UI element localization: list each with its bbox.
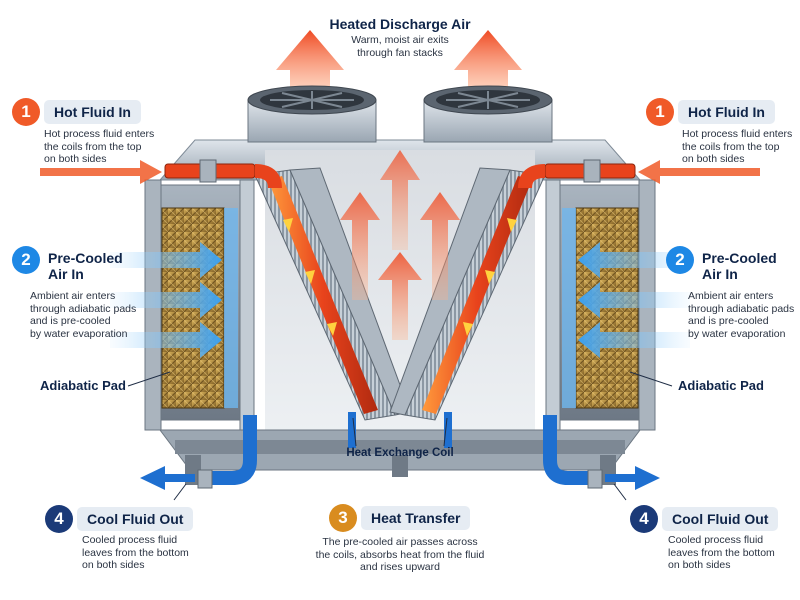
coil-flow-arrows bbox=[283, 218, 517, 336]
cool-outlet-pipe-right bbox=[444, 412, 603, 489]
desc-line: by water evaporation bbox=[30, 327, 128, 340]
cool-fluid-title-left: Cool Fluid Out bbox=[77, 507, 194, 531]
desc-line: and is pre-cooled bbox=[688, 315, 769, 327]
discharge-arrow-left bbox=[276, 30, 344, 100]
heat-transfer-desc: The pre-cooled air passes across the coi… bbox=[0, 536, 800, 574]
cool-fluid-desc-right: Cooled process fluid leaves from the bot… bbox=[668, 534, 775, 572]
cool-fluid-desc-left: Cooled process fluid leaves from the bot… bbox=[82, 534, 189, 572]
air-in-arrows-left bbox=[110, 242, 222, 358]
pre-cooled-air-title-left: Pre-Cooled Air In bbox=[48, 250, 123, 282]
desc-line: Cooled process fluid bbox=[668, 534, 764, 546]
step-badge-4-left: 4 bbox=[45, 505, 73, 533]
desc-line: the coils from the top bbox=[44, 140, 142, 153]
desc-line: Hot process fluid enters bbox=[682, 128, 793, 140]
cool-fluid-title-right: Cool Fluid Out bbox=[662, 507, 779, 531]
hot-fluid-desc-left: Hot process fluid enters the coils from … bbox=[44, 128, 154, 166]
fan-stack-left bbox=[247, 85, 377, 143]
cool-outlet-pipe-left bbox=[197, 412, 356, 489]
desc-line: Ambient air enters bbox=[688, 290, 774, 302]
desc-line: through adiabatic pads bbox=[30, 302, 137, 315]
desc-line: leaves from the bottom bbox=[668, 546, 775, 559]
desc-line: on both sides bbox=[44, 153, 107, 165]
desc-line: on both sides bbox=[668, 559, 731, 571]
desc-line: Cooled process fluid bbox=[82, 534, 178, 546]
hot-fluid-desc-right: Hot process fluid enters the coils from … bbox=[682, 128, 792, 166]
hot-inlet-pipe-right bbox=[518, 159, 636, 189]
desc-line: by water evaporation bbox=[688, 327, 786, 340]
hot-in-arrow-left bbox=[40, 160, 162, 184]
desc-line: The pre-cooled air passes across bbox=[322, 536, 478, 548]
desc-line: the coils from the top bbox=[682, 140, 780, 153]
heat-transfer-title: Heat Transfer bbox=[361, 506, 471, 530]
step-badge-2-right: 2 bbox=[666, 246, 694, 274]
hot-inlet-pipe-left bbox=[164, 159, 282, 189]
adiabatic-pad-label-left: Adiabatic Pad bbox=[40, 378, 126, 393]
hot-fluid-title-right: Hot Fluid In bbox=[678, 100, 775, 124]
pre-cooled-air-desc-left: Ambient air enters through adiabatic pad… bbox=[30, 290, 136, 340]
hot-in-arrow-right bbox=[638, 160, 760, 184]
step-badge-2-left: 2 bbox=[12, 246, 40, 274]
pre-cooled-air-desc-right: Ambient air enters through adiabatic pad… bbox=[688, 290, 794, 340]
desc-line: and rises upward bbox=[360, 561, 440, 573]
discharge-title: Heated Discharge Air bbox=[329, 16, 471, 32]
step-badge-4-right: 4 bbox=[630, 505, 658, 533]
step-badge-1-right: 1 bbox=[646, 98, 674, 126]
leader-lines bbox=[127, 371, 673, 501]
heat-exchange-coil-right bbox=[389, 167, 546, 421]
discharge-desc-line1: Warm, moist air exits bbox=[351, 34, 449, 46]
desc-line: leaves from the bottom bbox=[82, 546, 189, 559]
step-badge-1-left: 1 bbox=[12, 98, 40, 126]
rising-heat-arrows bbox=[340, 150, 460, 340]
step-badge-3: 3 bbox=[329, 504, 357, 532]
cool-out-arrow-right bbox=[605, 466, 660, 490]
title-line: Air In bbox=[48, 266, 84, 282]
heat-exchange-coil-label: Heat Exchange Coil bbox=[346, 447, 454, 459]
title-line: Air In bbox=[702, 266, 738, 282]
desc-line: on both sides bbox=[82, 559, 145, 571]
discharge-desc-line2: through fan stacks bbox=[357, 47, 443, 59]
title-line: Pre-Cooled bbox=[702, 250, 777, 266]
pre-cooled-air-title-right: Pre-Cooled Air In bbox=[702, 250, 777, 282]
cool-out-arrow-left bbox=[140, 466, 195, 490]
desc-line: and is pre-cooled bbox=[30, 315, 111, 327]
air-in-arrows-right bbox=[578, 242, 690, 358]
desc-line: Hot process fluid enters bbox=[44, 128, 155, 140]
desc-line: Ambient air enters bbox=[30, 290, 116, 302]
hot-fluid-title-left: Hot Fluid In bbox=[44, 100, 141, 124]
discharge-arrow-right bbox=[454, 30, 522, 100]
title-line: Pre-Cooled bbox=[48, 250, 123, 266]
desc-line: the coils, absorbs heat from the fluid bbox=[315, 548, 485, 561]
adiabatic-pad-label-right: Adiabatic Pad bbox=[678, 378, 764, 393]
desc-line: through adiabatic pads bbox=[688, 302, 795, 315]
fan-stack-right bbox=[423, 85, 553, 143]
desc-line: on both sides bbox=[682, 153, 745, 165]
heat-exchange-coil-left bbox=[254, 167, 411, 421]
